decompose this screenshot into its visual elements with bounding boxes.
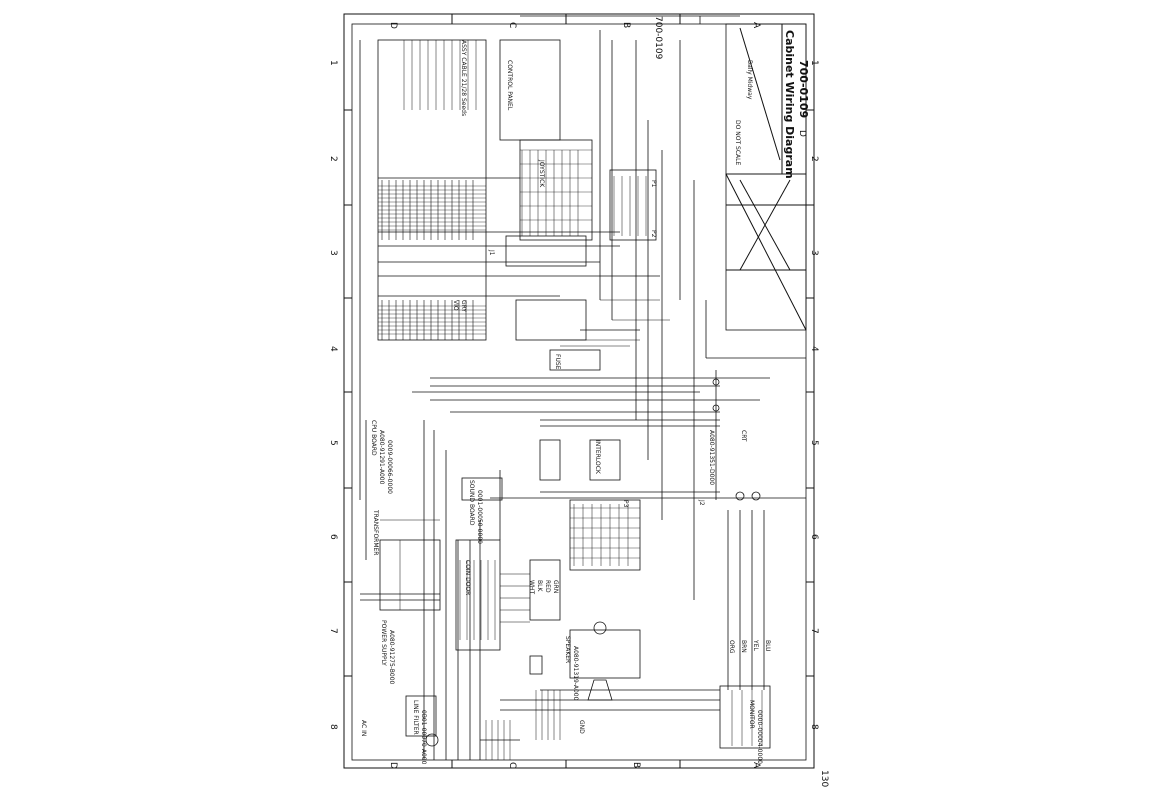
label-line-filter: LINE FILTER xyxy=(412,700,419,735)
label-assy-cable: ASSY CABLE 21/28 Seeds xyxy=(460,40,467,116)
label-fuse: FUSE xyxy=(554,354,561,370)
label-wire-red: RED xyxy=(544,580,551,593)
zone-left-7: 7 xyxy=(328,628,338,634)
label-wire-org: ORG xyxy=(728,640,735,654)
zone-left-6: 6 xyxy=(328,534,338,540)
label-wire-yel: YEL xyxy=(752,639,759,651)
zone-right-4: 4 xyxy=(809,346,819,352)
label-part-b: 0009-00066-0000 xyxy=(386,440,393,494)
label-ground: GND xyxy=(578,720,585,734)
annotations: ASSY CABLE 21/28 Seeds CPU BOARD A080-91… xyxy=(360,40,771,765)
zone-right-5: 5 xyxy=(809,440,819,446)
label-part-g: 0000-00004-0000 xyxy=(756,710,763,764)
zone-left-3: 3 xyxy=(328,250,338,256)
zone-top-d: D xyxy=(388,22,398,29)
zone-right-7: 7 xyxy=(809,628,819,634)
zone-right-8: 8 xyxy=(809,724,819,730)
zone-left-4: 4 xyxy=(328,346,338,352)
title-note: DO NOT SCALE xyxy=(734,120,741,165)
zone-right-3: 3 xyxy=(809,250,819,256)
label-speaker: SPEAKER xyxy=(564,636,571,663)
company-name: Bally Midway xyxy=(746,60,753,100)
zone-left-1: 1 xyxy=(328,60,338,66)
zone-bottom-d: D xyxy=(388,762,398,769)
label-j1: J1 xyxy=(488,249,495,256)
label-p3: P3 xyxy=(622,500,629,508)
zone-top-c: C xyxy=(507,22,517,28)
sheet-border xyxy=(343,13,815,769)
zone-bottom-b: B xyxy=(631,762,641,768)
label-control-panel: CONTROL PANEL xyxy=(506,60,513,111)
column-zone-labels: D C B A D C B A xyxy=(388,22,761,769)
label-coin-door: COIN DOOR xyxy=(464,560,471,595)
label-wire-blk: BLK xyxy=(536,580,543,592)
sheet-size: D xyxy=(797,130,807,137)
label-sound-board: SOUND BOARD xyxy=(468,480,475,526)
zone-bottom-c: C xyxy=(507,762,517,768)
label-part-c: 0001-00050-0000 xyxy=(476,490,483,544)
label-joystick: JOYSTICK xyxy=(538,159,545,188)
label-part-f: A080-91319-A000 xyxy=(572,646,579,701)
label-ac-in: AC IN xyxy=(360,720,367,736)
wire-network xyxy=(359,15,806,760)
label-wire-grn: GRN xyxy=(552,580,559,593)
label-wire-brn: BRN xyxy=(740,640,747,653)
title-block xyxy=(725,23,807,331)
drawing-number: 700-0109 xyxy=(797,60,810,118)
page-number: 130 xyxy=(819,770,829,787)
label-crt: CRT xyxy=(740,430,747,442)
label-cpu-board: CPU BOARD xyxy=(370,420,377,456)
label-power-supply: POWER SUPPLY xyxy=(380,620,387,666)
zone-top-b: B xyxy=(621,22,631,28)
label-wire-blu: BLU xyxy=(764,640,771,652)
zone-right-1: 1 xyxy=(809,60,819,66)
zone-left-5: 5 xyxy=(328,440,338,446)
zone-left-8: 8 xyxy=(328,724,338,730)
label-part-e: 0B01-00070-A000 xyxy=(420,710,427,765)
label-interlock: INTERLOCK xyxy=(594,440,601,475)
label-j2: J2 xyxy=(698,499,705,506)
zone-right-6: 6 xyxy=(809,534,819,540)
zone-top-a: A xyxy=(751,22,761,29)
label-wire-wht: WHT xyxy=(528,580,535,594)
label-wire-gry: GRY xyxy=(460,300,467,312)
label-p1: P1 xyxy=(650,180,657,188)
zone-left-2: 2 xyxy=(328,156,338,162)
row-zone-labels: 1 2 3 4 5 6 7 8 1 2 3 4 5 6 7 8 xyxy=(328,60,819,730)
label-part-d: A080-91275-B000 xyxy=(388,630,395,685)
label-monitor: MONITOR xyxy=(748,700,755,729)
zone-bottom-a: A xyxy=(751,762,761,769)
label-p2: P2 xyxy=(650,230,657,238)
label-wire-vio: VIO xyxy=(452,300,459,311)
wire-detail xyxy=(378,40,763,760)
label-transformer: TRANSFORMER xyxy=(372,509,379,555)
zone-right-2: 2 xyxy=(809,156,819,162)
header-number: 700-0109 xyxy=(653,16,663,60)
label-part-h: A080-91351-D000 xyxy=(708,430,715,485)
drawing-title: Cabinet Wiring Diagram xyxy=(783,30,796,179)
label-part-a: A080-91291-A000 xyxy=(378,430,385,485)
